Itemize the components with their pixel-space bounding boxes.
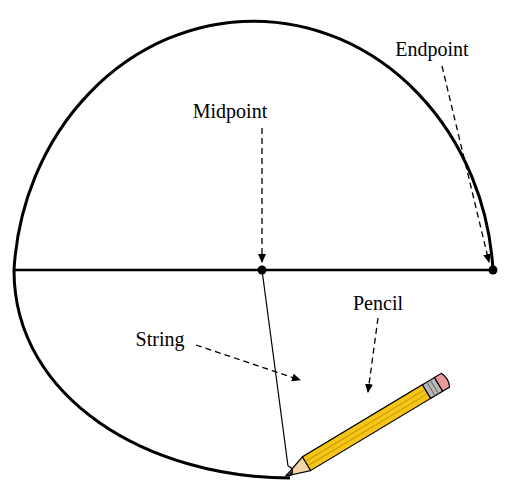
midpoint-dot: [258, 266, 267, 275]
leader-arrow: [368, 318, 378, 392]
callout-label: Midpoint: [193, 100, 267, 122]
diameter-line: [14, 269, 493, 272]
leader-arrow: [196, 345, 300, 380]
leader-arrow: [261, 128, 262, 262]
upper-arc: [14, 21, 493, 270]
callout-label: Pencil: [353, 292, 403, 314]
callout-label: String: [136, 328, 185, 350]
endpoint-dot: [489, 266, 498, 275]
pencil-figure: [282, 372, 451, 481]
callout-label: Endpoint: [395, 38, 468, 60]
string-knot: [286, 466, 293, 476]
leader-arrow: [442, 66, 489, 262]
lower-arc: [14, 270, 290, 478]
